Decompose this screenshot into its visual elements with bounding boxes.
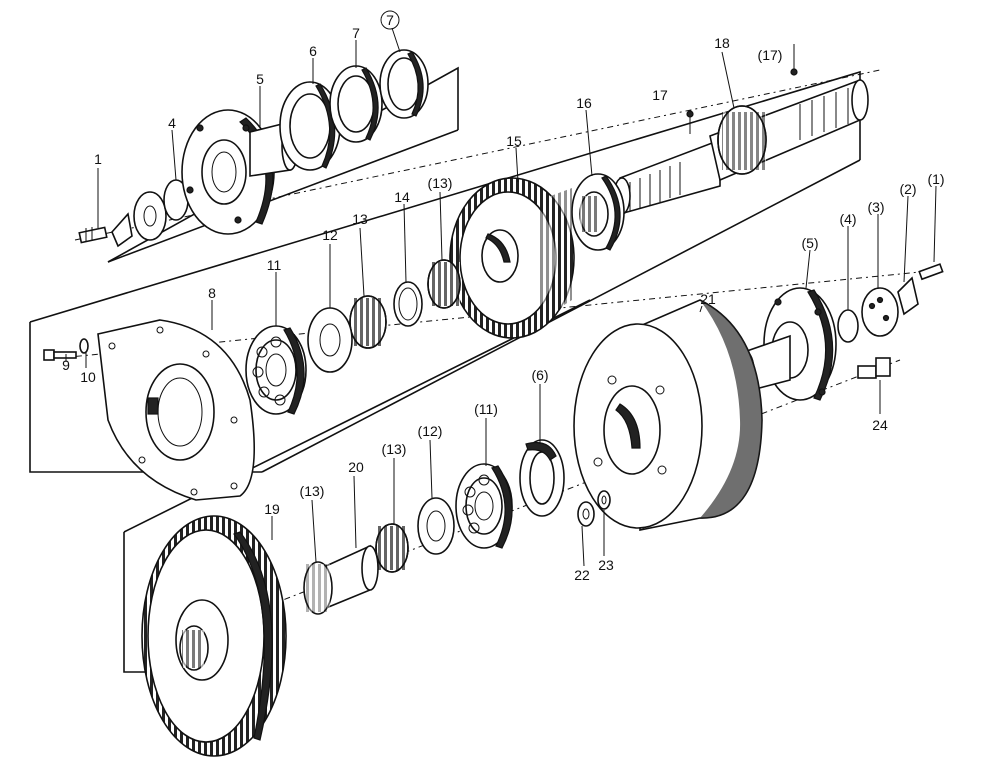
part-7c-ring (379, 49, 429, 119)
part-13p3-sleeve-bearing (303, 561, 333, 615)
callout-8: 8 (208, 285, 216, 301)
part-18-shaft-gear (717, 105, 767, 175)
part-5p-flange (737, 287, 837, 401)
part-13p-needle-bearing (427, 259, 461, 309)
callout-17p: (17) (758, 47, 783, 63)
callout-4p: (4) (839, 211, 856, 227)
part-1-bolt (78, 226, 108, 244)
part-11-ball-bearing (245, 325, 307, 415)
part-19-bull-gear (141, 515, 287, 757)
callout-9: 9 (62, 357, 70, 373)
callout-14: 14 (394, 189, 410, 205)
part-lockplate (111, 212, 133, 248)
callout-12p: (12) (418, 423, 443, 439)
part-6-seal-ring (279, 81, 341, 171)
part-21-brake-drum (573, 299, 763, 531)
part-16-coupling (571, 173, 625, 251)
part-12-thrust-washer (307, 307, 353, 373)
callout-13p: (13) (428, 175, 453, 191)
part-13p2-needle-bearing (375, 523, 409, 573)
callout-labels: 1 4 5 6 7 7 8 9 10 11 12 13 14 (13) 15 1… (62, 10, 945, 583)
part-23-washer (597, 490, 611, 510)
callout-7: 7 (352, 25, 360, 41)
part-13-needle-bearing (349, 295, 387, 349)
callout-13p2: (13) (382, 441, 407, 457)
part-12p-thrust-washer (417, 497, 455, 555)
part-8-cover-plate (97, 319, 256, 501)
part-24-bolt (857, 357, 891, 379)
part-10-washer (79, 338, 89, 354)
part-7-seal-ring (329, 65, 383, 143)
callout-20: 20 (348, 459, 364, 475)
callout-3p: (3) (867, 199, 884, 215)
callout-4: 4 (168, 115, 176, 131)
part-6p-retainer-clip (519, 439, 565, 517)
part-20-sleeve (325, 544, 379, 610)
part-11p-ball-bearing (455, 463, 513, 549)
callout-10: 10 (80, 369, 96, 385)
callout-23: 23 (598, 557, 614, 573)
callout-24: 24 (872, 417, 888, 433)
callout-12: 12 (322, 227, 338, 243)
callout-2p: (2) (899, 181, 916, 197)
callout-7c-circle (380, 10, 400, 30)
part-15-spur-gear (449, 177, 575, 339)
callout-19: 19 (264, 501, 280, 517)
part-2p-lockplate (897, 276, 919, 316)
leader-lines (65, 27, 937, 567)
part-4p-shim (837, 309, 859, 343)
part-17-marker (686, 44, 798, 134)
callout-5p: (5) (801, 235, 818, 251)
part-14-snap-ring (393, 281, 423, 327)
part-washer-small (133, 191, 167, 241)
callout-7c: 7 (386, 12, 394, 28)
part-1p-bolt (918, 263, 944, 281)
part-3p-plate (861, 287, 899, 337)
callout-6p: (6) (531, 367, 548, 383)
callout-15: 15 (506, 133, 522, 149)
callout-1p: (1) (927, 171, 944, 187)
part-22-bushing (577, 501, 595, 527)
callout-16: 16 (576, 95, 592, 111)
callout-13p3: (13) (300, 483, 325, 499)
callout-11p: (11) (474, 401, 498, 417)
shaft-splines (629, 88, 849, 212)
callout-5: 5 (256, 71, 264, 87)
part-9-bolt (43, 349, 77, 361)
callout-18: 18 (714, 35, 730, 51)
callout-22: 22 (574, 567, 590, 583)
callout-17: 17 (652, 87, 668, 103)
callout-11: 11 (267, 257, 282, 273)
callout-13: 13 (352, 211, 368, 227)
callout-21: 21 (700, 291, 716, 307)
callout-6: 6 (309, 43, 317, 59)
callout-1: 1 (94, 151, 102, 167)
